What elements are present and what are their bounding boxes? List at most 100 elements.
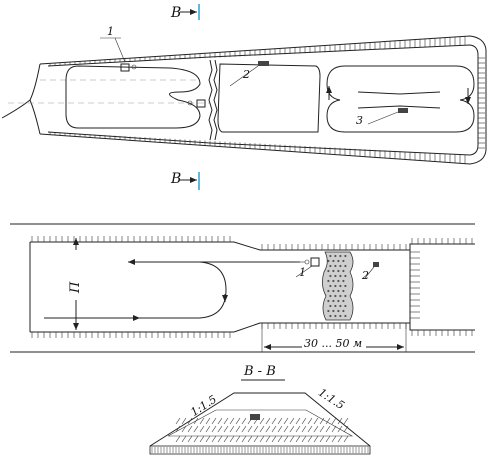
hatch-tick (259, 417, 265, 425)
hatch-tick (283, 417, 289, 425)
hatch-tick (301, 435, 307, 443)
hatch-tick (205, 417, 211, 425)
equipment-label-1: 1 (107, 25, 114, 38)
hatch-tick (187, 417, 193, 425)
machine-1b-icon (196, 99, 206, 108)
hatch-tick (295, 417, 301, 425)
dim-label-bg (302, 337, 366, 350)
path-turn (199, 261, 227, 319)
hatch-tick (271, 425, 277, 433)
hatch-tick (211, 435, 217, 443)
hatch-tick (307, 435, 313, 443)
label-1-leader-detail (295, 265, 313, 278)
hatch-tick (229, 417, 235, 425)
equipment-label-3: 3 (356, 114, 363, 127)
hatch-tick (175, 417, 181, 425)
hatch-tick (235, 425, 241, 433)
hatch-tick (337, 435, 343, 443)
hatch-tick (271, 435, 277, 443)
hatch-tick (289, 435, 295, 443)
hatch-tick (217, 435, 223, 443)
turning-loop (326, 65, 475, 133)
hatch-tick (295, 425, 301, 433)
machine-section-icon (250, 414, 260, 420)
hatch-tick (205, 435, 211, 443)
hatch-tick (313, 425, 319, 433)
approach-line-upper (1, 63, 41, 119)
hatch-tick (247, 425, 253, 433)
hatch-tick (205, 425, 211, 433)
hatch-tick (241, 417, 247, 425)
hatch-tick (277, 425, 283, 433)
work-area (217, 63, 321, 133)
machine-1-icon-detail (310, 257, 320, 267)
hatch-tick (313, 417, 319, 425)
work-strip-edge-left (208, 59, 213, 141)
hatch-tick (217, 417, 223, 425)
hatch-tick (337, 425, 343, 433)
hatch-tick (193, 425, 199, 433)
hatch-tick (319, 425, 325, 433)
hatch-tick (211, 425, 217, 433)
loop-inner-lower (357, 105, 441, 109)
label-1-leader (114, 37, 126, 63)
slope-left-label: 1:1.5 (188, 393, 219, 419)
hatch-tick (199, 425, 205, 433)
hatch-tick (253, 425, 259, 433)
detail-view: П 1 2 30 ... 50 м (10, 223, 475, 353)
approach-line-lower (29, 99, 41, 135)
hatch-tick (283, 435, 289, 443)
hatch-tick (301, 425, 307, 433)
hatch-tick (331, 425, 337, 433)
hatch-tick (181, 425, 187, 433)
hatch-tick (247, 435, 253, 443)
label-2-leader (229, 65, 259, 87)
hatch-tick (181, 417, 187, 425)
hatch-tick (325, 425, 331, 433)
hatch-tick (283, 425, 289, 433)
loop-inner-upper (357, 91, 441, 95)
hatch-tick (313, 435, 319, 443)
equipment-label-2-detail: 2 (361, 269, 369, 282)
clearing-inner-edge (47, 44, 479, 156)
hatch-tick (235, 417, 241, 425)
machine-3-icon (398, 108, 408, 113)
hatch-tick (343, 435, 349, 443)
hatch-tick (229, 435, 235, 443)
hatch-tick (241, 435, 247, 443)
distance-label: 30 ... 50 м (304, 337, 362, 350)
section-mark-bottom: B (170, 171, 181, 187)
hatch-tick (271, 417, 277, 425)
hatch-tick (307, 417, 313, 425)
label-2-leader-detail (364, 266, 375, 279)
width-label: П (68, 281, 83, 294)
hatch-tick (319, 435, 325, 443)
hatch-tick (325, 417, 331, 425)
hatch-tick (175, 435, 181, 443)
machine-1b-hitch (187, 100, 193, 106)
hatch-tick (265, 417, 271, 425)
ground-hatching (151, 447, 369, 453)
hatch-tick (223, 425, 229, 433)
embankment-outline (149, 392, 371, 447)
hatch-tick (253, 435, 259, 443)
section-title: B - B (243, 364, 276, 379)
edge-hatching (49, 36, 485, 164)
hatch-tick (217, 425, 223, 433)
machine-1-icon (120, 63, 130, 72)
equipment-label-1-detail: 1 (299, 266, 306, 279)
hatch-tick (337, 417, 343, 425)
crushed-strip (322, 251, 354, 321)
hatch-tick (259, 435, 265, 443)
hatch-tick (289, 417, 295, 425)
hatch-tick (187, 425, 193, 433)
machine-1-hitch (131, 64, 137, 70)
hatch-tick (325, 435, 331, 443)
hatch-tick (307, 425, 313, 433)
section-mark-top: B (170, 5, 181, 21)
bank-hatching (31, 236, 473, 338)
upper-bank (30, 241, 475, 251)
hatch-tick (277, 417, 283, 425)
hatch-tick (277, 435, 283, 443)
plan-view: B 1 2 (1, 4, 487, 190)
